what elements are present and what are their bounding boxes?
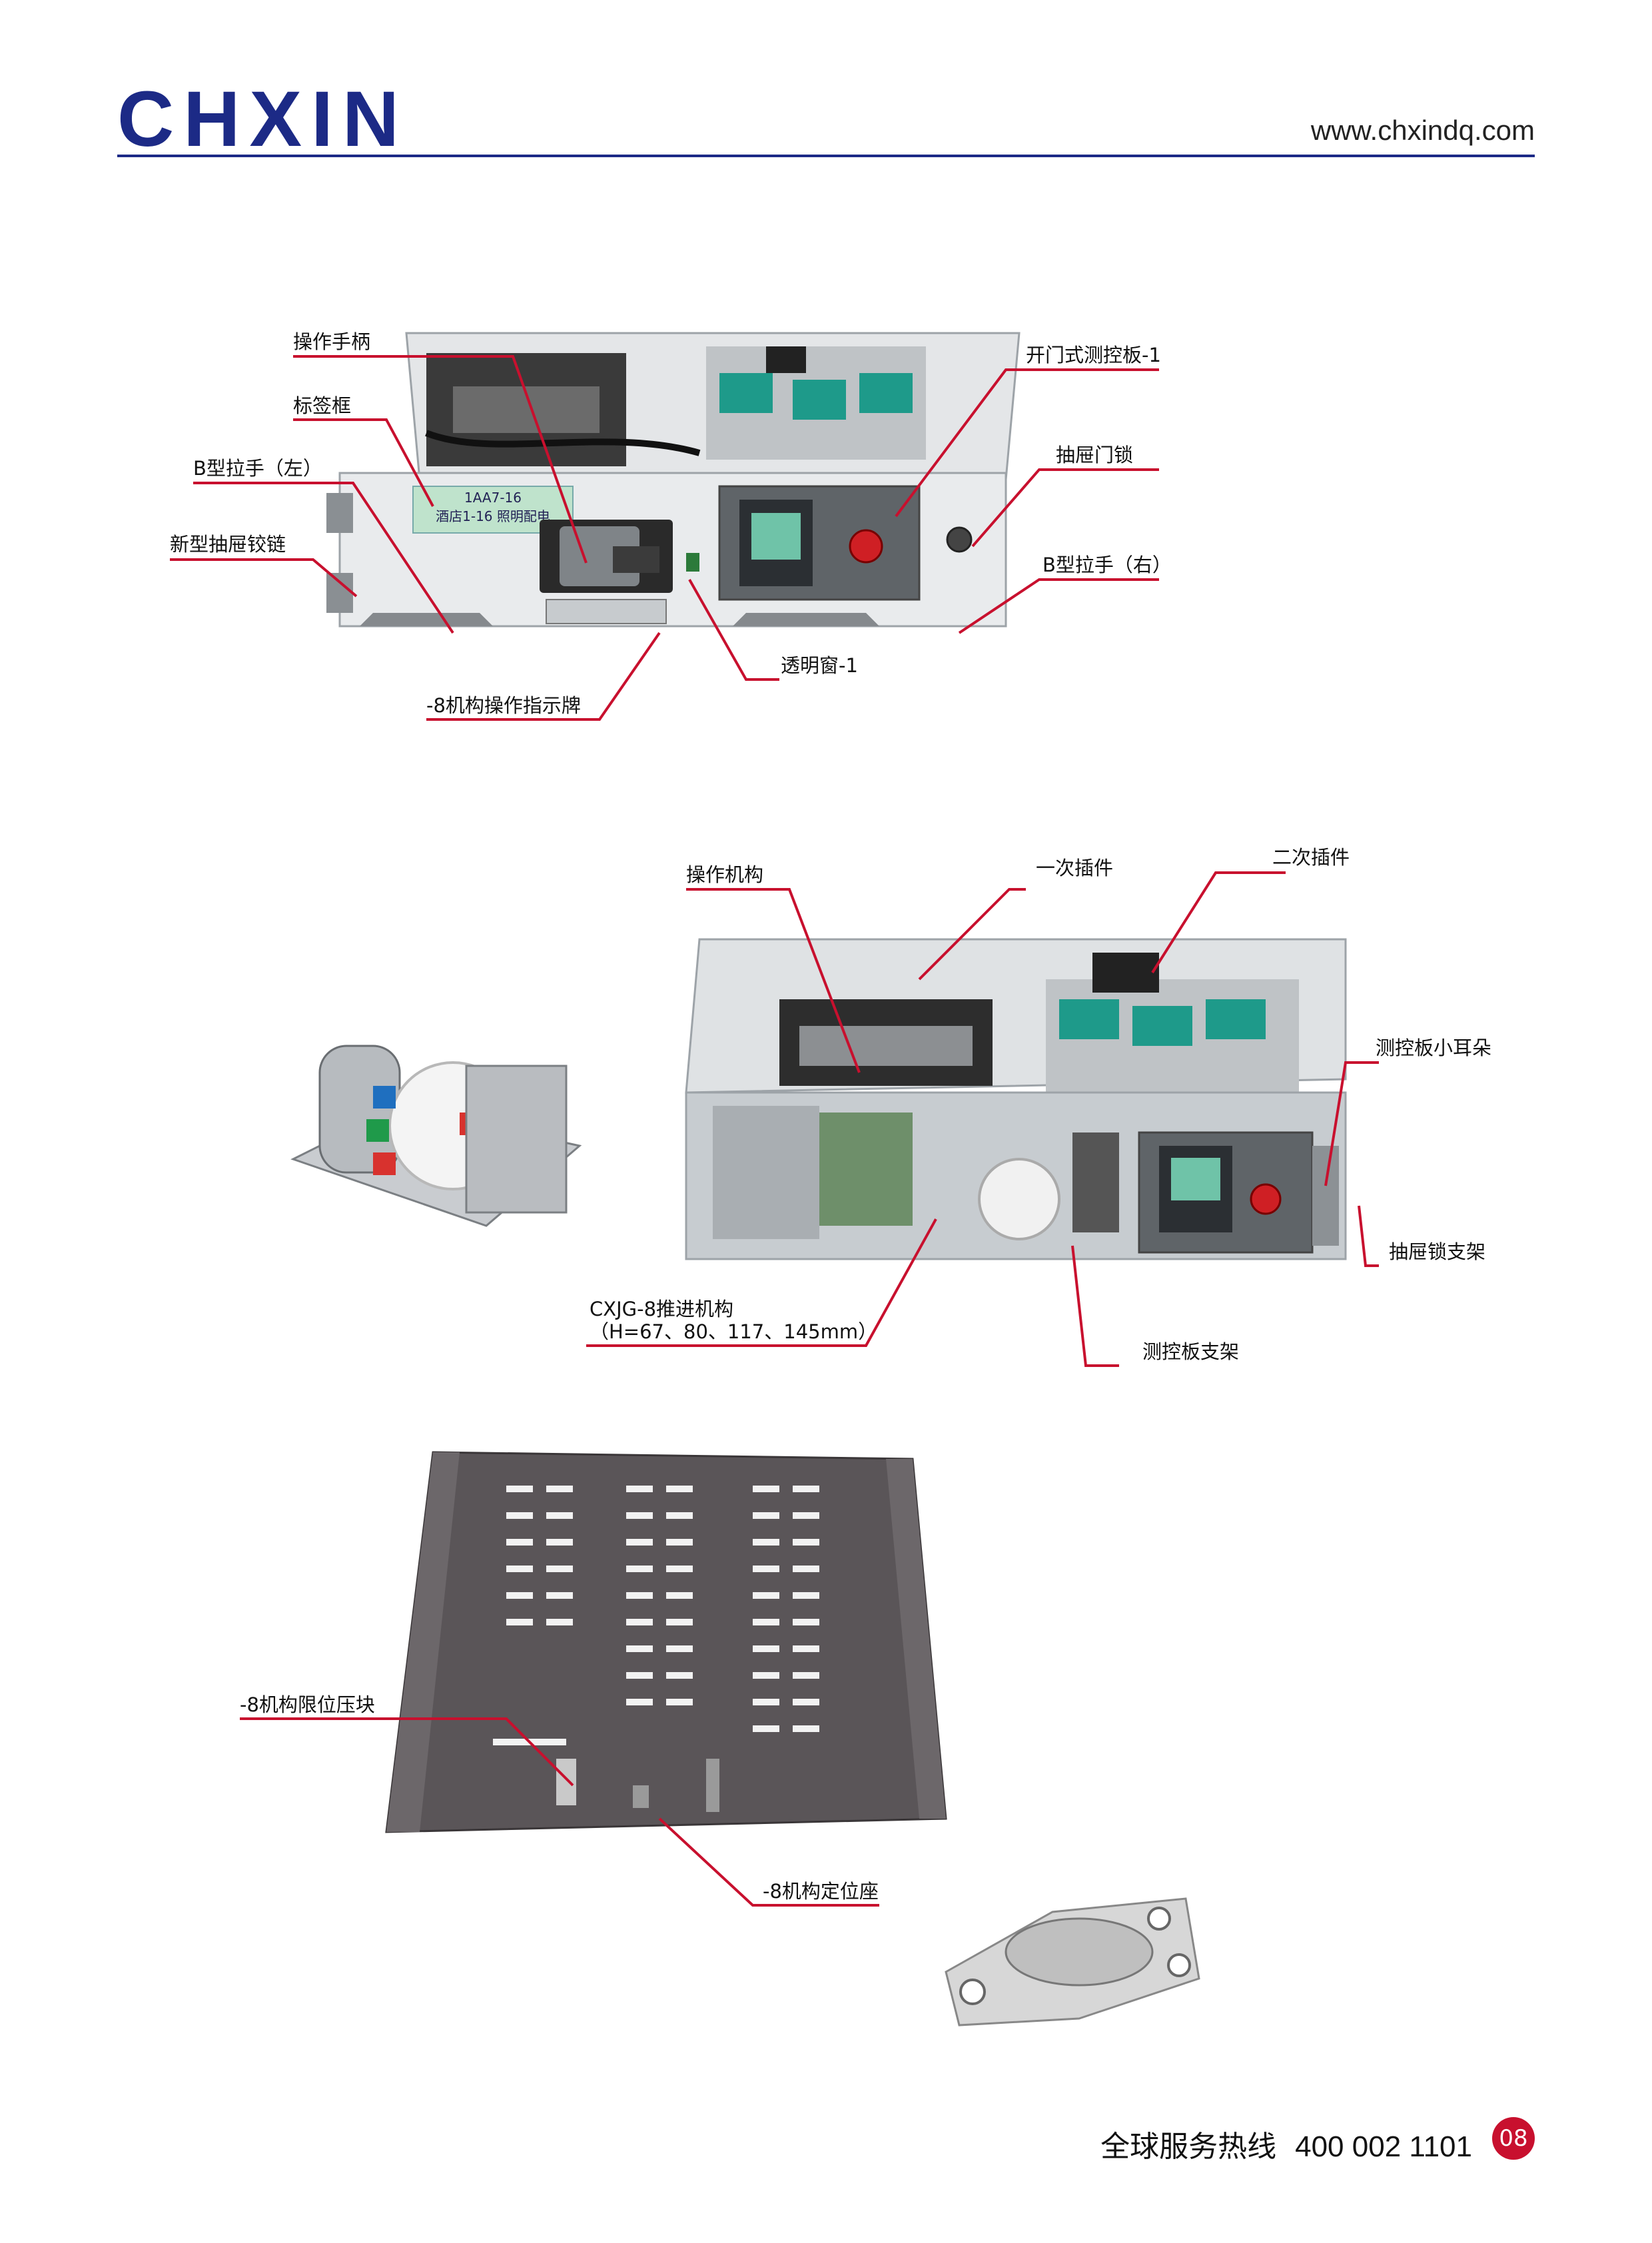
service-hotline: 全球服务热线 400 002 1101 [1100,2122,1472,2165]
label-push-mechanism-model: CXJG-8推进机构 [590,1298,734,1320]
label-operating-handle: 操作手柄 [293,330,371,353]
label-b-handle-right: B型拉手（右） [1042,554,1172,576]
label-open-door-panel: 开门式测控板-1 [1026,344,1161,366]
label-panel-ear: 测控板小耳朵 [1376,1037,1492,1059]
positioning-seat-photo [933,1872,1212,2032]
svg-text:1AA7-16: 1AA7-16 [464,490,522,506]
header-divider [117,155,1535,157]
label-label-frame: 标签框 [293,394,352,417]
label-transparent-window: 透明窗-1 [781,654,858,677]
hotline-label: 全球服务热线 [1100,2130,1277,2164]
page-number-badge: 08 [1492,2117,1535,2160]
label-panel-bracket: 测控板支架 [1142,1340,1240,1363]
push-mechanism-photo [266,1026,606,1266]
label-drawer-lock: 抽屉门锁 [1056,444,1134,466]
brand-logo: CHXIN [117,75,409,163]
hotline-number: 400 002 1101 [1295,2130,1472,2163]
label-push-mechanism-sizes: （H=67、80、117、145mm） [590,1320,878,1343]
label-positioning-seat: -8机构定位座 [763,1880,879,1903]
label-b-handle-left: B型拉手（左） [193,457,322,480]
label-secondary-plugin: 二次插件 [1272,846,1350,869]
label-limit-block: -8机构限位压块 [240,1693,375,1716]
label-new-hinge: 新型抽屉铰链 [170,533,286,556]
base-plate-photo [380,1446,953,1859]
label-operating-mechanism: 操作机构 [686,863,764,886]
label-primary-plugin: 一次插件 [1036,857,1114,879]
website-url[interactable]: www.chxindq.com [1310,115,1535,146]
drawer-front-photo: 1AA7-16 酒店1-16 照明配电 [326,326,1026,640]
svg-text:酒店1-16 照明配电: 酒店1-16 照明配电 [436,508,550,524]
drawer-internal-photo [673,933,1359,1279]
label-indicator-plate: -8机构操作指示牌 [426,694,581,717]
label-lock-bracket: 抽屉锁支架 [1389,1240,1486,1263]
